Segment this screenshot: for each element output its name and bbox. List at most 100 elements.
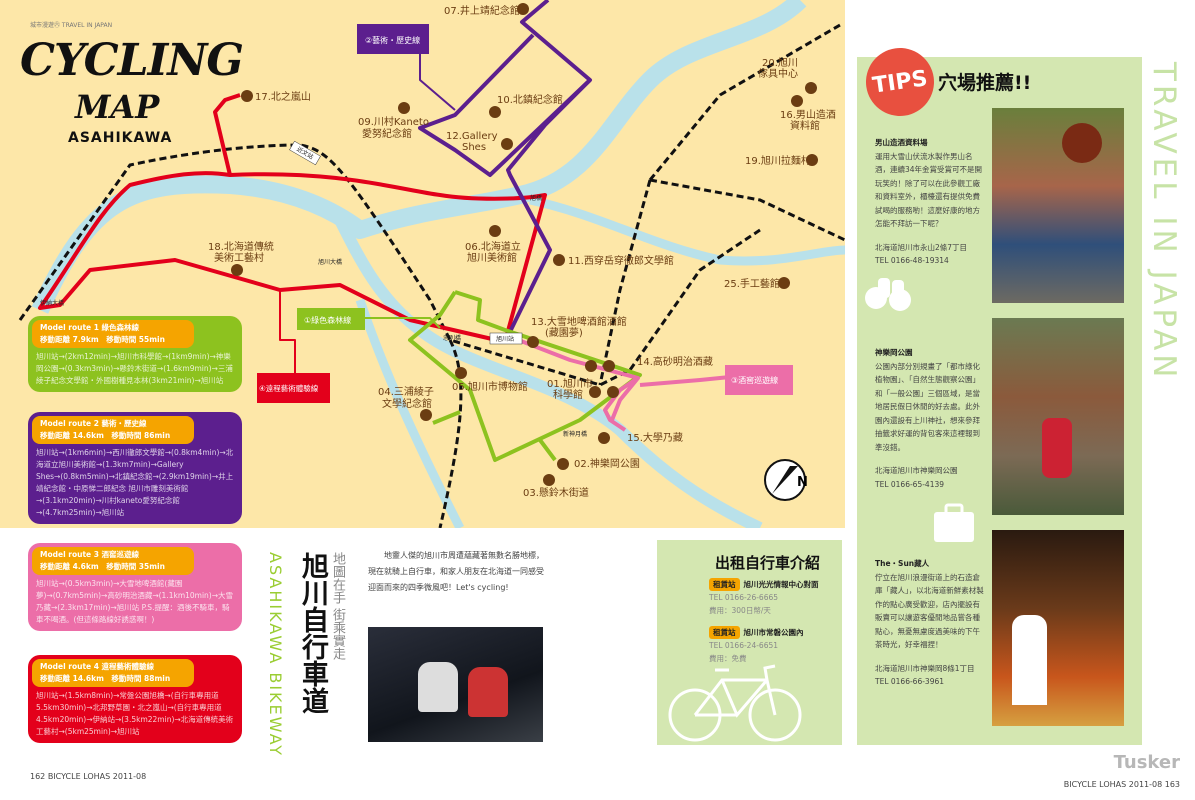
svg-text:資料館: 資料館 [790, 119, 820, 132]
rental-panel: 出租自行車介紹 [657, 540, 842, 745]
svg-text:03.懸鈴木街道: 03.懸鈴木街道 [523, 486, 589, 499]
tip-tel: TEL 0166-66-3961 [875, 677, 945, 686]
svg-text:忠別橋: 忠別橋 [443, 334, 461, 342]
route-heading: Model route 2 藝術・歷史線 [40, 419, 147, 428]
tip-address: 北海道旭川市永山2條7丁目 [875, 242, 968, 252]
svg-text:新神月橋: 新神月橋 [563, 430, 587, 438]
tip-tel: TEL 0166-48-19314 [875, 256, 949, 265]
svg-text:②藝術・歷史線: ②藝術・歷史線 [365, 35, 420, 45]
map-title-line2: MAP [75, 88, 160, 126]
route4-line [38, 93, 547, 344]
tip-address: 北海道旭川市神樂岡公園 [875, 466, 958, 475]
bicycle-icon [668, 664, 802, 742]
svg-text:02.神樂岡公園: 02.神樂岡公園 [574, 457, 640, 470]
tip-item-3: The・Sun藏人 佇立在旭川浪漫街道上的石造倉庫「藏人」，以北海道新鮮素材製作… [875, 557, 987, 689]
station-tel: TEL 0166-26-6665 [709, 593, 779, 602]
tip-body: 運用大雪山伏流水製作男山名酒，連續34年金賞受賞可不是開玩笑的！除了可以在此參觀… [875, 151, 983, 229]
model-route-1: Model route 1 綠色森林線移動距離 7.9km 移動時間 55min… [28, 316, 242, 392]
suitcase-icon [934, 503, 974, 542]
route2-loop [418, 33, 592, 177]
svg-text:文學紀念館: 文學紀念館 [382, 397, 432, 410]
svg-text:17.北之嵐山: 17.北之嵐山 [255, 90, 311, 103]
route-description: 旭川站→(1.5km8min)→常盤公園旭橋→(自行車專用道5.5km30min… [36, 691, 234, 736]
svg-text:N: N [797, 475, 808, 490]
svg-text:Shes: Shes [462, 142, 486, 153]
svg-text:09.川村Kaneto: 09.川村Kaneto [358, 115, 429, 128]
page-number-right: BICYCLE LOHAS 2011-08 163 [1063, 780, 1180, 789]
route-description: 旭川站→(2km12min)→旭川市科學館→(1km9min)→神樂岡公園→(0… [36, 352, 233, 385]
model-route-2: Model route 2 藝術・歷史線移動距離 14.6km 移動時間 86m… [28, 412, 242, 524]
route-stats: 移動距離 14.6km 移動時間 86min [40, 431, 171, 440]
rental-badge: 租賃站 [709, 578, 740, 591]
model-route-3: Model route 3 酒窖巡遊線移動距離 4.6km 移動時間 35min… [28, 543, 242, 631]
svg-text:旭川大橋: 旭川大橋 [318, 258, 342, 266]
route4-tag-line [279, 290, 296, 375]
tip-name: 神樂岡公園 [875, 348, 913, 357]
svg-text:旭川美術館: 旭川美術館 [467, 251, 517, 264]
station-name: 旭川市常磐公園內 [743, 628, 804, 637]
tip-name: The・Sun藏人 [875, 559, 930, 568]
tip-tel: TEL 0166-65-4139 [875, 479, 945, 489]
svg-text:(藏園夢): (藏園夢) [545, 326, 583, 339]
map-title: CYCLING [20, 35, 244, 86]
route-description: 旭川站→(1km6min)→西川徹郎文學館→(0.8km4min)→北海道立旭川… [36, 448, 234, 517]
svg-text:25.手工藝館: 25.手工藝館 [724, 277, 780, 290]
svg-text:06.北海道立: 06.北海道立 [465, 240, 521, 253]
svg-text:01.旭川市: 01.旭川市 [547, 377, 593, 390]
svg-text:13.大雪地啤酒館酒館: 13.大雪地啤酒館酒館 [531, 315, 627, 328]
section-kicker: 城市漫遊㊅ TRAVEL IN JAPAN [30, 22, 113, 29]
station-tel: TEL 0166-24-6651 [709, 641, 779, 650]
svg-text:19.旭川拉麵村: 19.旭川拉麵村 [745, 154, 811, 167]
svg-text:20.旭川: 20.旭川 [762, 57, 798, 69]
rental-badge: 租賃站 [709, 626, 740, 639]
watermark-logo: Tusker [1113, 752, 1180, 773]
route-stats: 移動距離 7.9km 移動時間 55min [40, 335, 165, 344]
svg-text:科學館: 科學館 [553, 388, 583, 401]
svg-text:傢具中心: 傢具中心 [758, 67, 798, 80]
binoculars-icon [865, 278, 911, 311]
spot-labels: 07.井上靖紀念館 09.川村Kaneto 愛努紀念館 10.北鎮紀念館 12.… [208, 4, 836, 499]
route1-line [408, 290, 642, 462]
svg-text:16.男山造酒: 16.男山造酒 [780, 108, 836, 121]
svg-text:11.西穿岳穿徹郎文學館: 11.西穿岳穿徹郎文學館 [568, 254, 674, 267]
side-title: TRAVEL IN JAPAN [1146, 62, 1182, 382]
svg-text:15.大學乃藏: 15.大學乃藏 [627, 431, 683, 444]
svg-text:07.井上靖紀念館: 07.井上靖紀念館 [444, 4, 520, 17]
kaguraoka-park-photo [992, 318, 1124, 515]
route1-tag-line [365, 317, 441, 329]
route-heading: Model route 1 綠色森林線 [40, 323, 140, 332]
cyclists-photo [368, 627, 543, 742]
railways [18, 23, 845, 528]
model-route-4: Model route 4 遠程藝術體驗線移動距離 14.6km 移動時間 88… [28, 655, 242, 743]
station-fee: 費用：300日幣/天 [709, 606, 771, 615]
svg-text:05.旭川市博物館: 05.旭川市博物館 [452, 380, 528, 393]
svg-text:12.Gallery: 12.Gallery [446, 131, 498, 142]
svg-text:愛努紀念館: 愛努紀念館 [362, 127, 412, 140]
svg-text:③酒窖巡遊線: ③酒窖巡遊線 [731, 375, 778, 385]
spot-markers [231, 3, 818, 486]
map-subtitle: ASAHIKAWA [68, 130, 173, 146]
station-name: 旭川光光情報中心對面 [743, 580, 819, 589]
kurando-shop-photo [992, 530, 1124, 726]
svg-text:美術工藝村: 美術工藝村 [214, 251, 264, 264]
svg-text:①綠色森林線: ①綠色森林線 [304, 315, 351, 325]
svg-text:04.三浦綾子: 04.三浦綾子 [378, 385, 434, 398]
rivers [31, 0, 845, 528]
svg-text:伊納大橋: 伊納大橋 [40, 299, 64, 307]
tip-item-1: 男山造酒資料場 運用大雪山伏流水製作男山名酒，連續34年金賞受賞可不是開玩笑的！… [875, 136, 987, 268]
tip-body: 公園內部分別規畫了「都市綠化植物園」、「自然生態觀察公園」和「一般公園」三個區域… [875, 361, 980, 452]
tip-body: 佇立在旭川浪漫街道上的石造倉庫「藏人」，以北海道新鮮素材製作的點心廣受歡迎，店內… [875, 572, 984, 650]
svg-text:10.北鎮紀念館: 10.北鎮紀念館 [497, 93, 563, 106]
feature-title: 旭川自行車道 [297, 552, 328, 714]
route-description: 旭川站→(0.5km3min)→大雪地啤酒館(藏園夢)→(0.7km5min)→… [36, 579, 234, 624]
feature-intro: 地靈人傑的旭川市周遭蘊藏著無數名勝地標，現在就騎上自行車，和家人朋友在北海道一同… [368, 551, 544, 592]
svg-text:④遠程藝術體驗線: ④遠程藝術體驗線 [259, 383, 319, 393]
route2-line [503, 0, 592, 343]
svg-text:旭橋: 旭橋 [530, 194, 542, 202]
route-stats: 移動距離 14.6km 移動時間 88min [40, 674, 171, 683]
rental-station-2: 租賃站旭川市常磐公園內 TEL 0166-24-6651 費用：免費 [709, 626, 804, 665]
svg-text:14.高砂明治酒藏: 14.高砂明治酒藏 [637, 355, 713, 368]
route-tags: ①綠色森林線 ②藝術・歷史線 ③酒窖巡遊線 ④遠程藝術體驗線 [257, 24, 793, 403]
rental-station-1: 租賃站旭川光光情報中心對面 TEL 0166-26-6665 費用：300日幣/… [709, 578, 819, 617]
route-stats: 移動距離 4.6km 移動時間 35min [40, 562, 165, 571]
